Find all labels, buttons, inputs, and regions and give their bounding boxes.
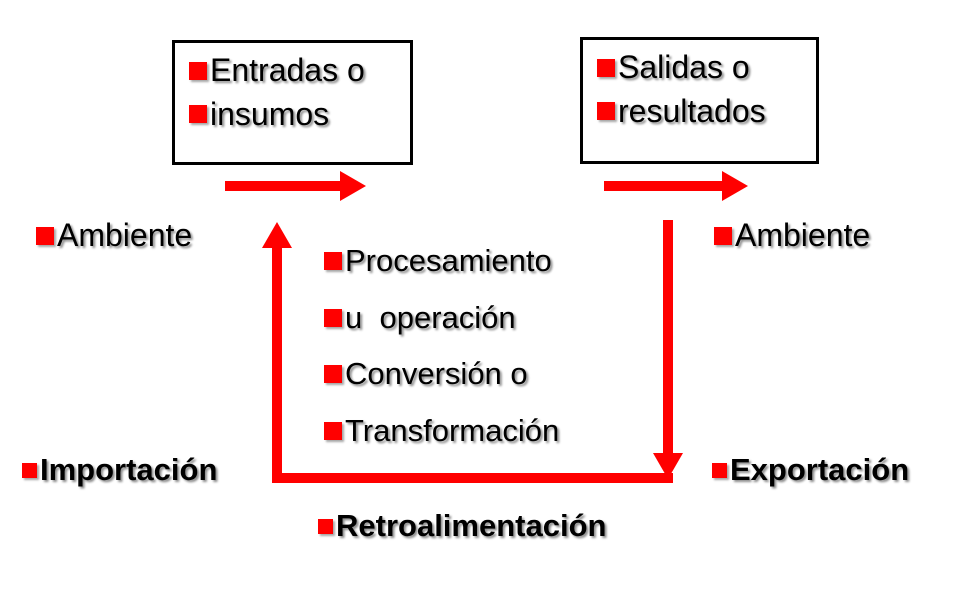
export-label: Exportación [730,452,910,487]
import-label: Importación [40,452,218,487]
red-square-bullet-icon [189,61,207,80]
output-flow-arrow-shaft [604,181,732,191]
output-box-line-1: Salidas o [597,49,812,85]
feedback-down-arrow-head-icon [653,453,683,479]
environment-right-label-row: Ambiente [714,217,871,253]
feedback-label: Retroalimentación [336,508,607,543]
red-square-bullet-icon [324,308,342,327]
export-label-row: Exportación [712,452,910,487]
process-line-1-label: Procesamiento [345,243,552,278]
output-flow-arrow-head-icon [722,171,748,201]
environment-left-label-row: Ambiente [36,217,193,253]
output-box-line-2: resultados [597,92,812,129]
red-square-bullet-icon [318,518,333,534]
feedback-down-arrow-shaft [663,220,673,454]
input-box-line-2: insumos [189,95,406,132]
input-box-line-1-label: Entradas o [210,52,365,88]
output-box-content: Salidas o resultados [597,49,812,129]
import-label-row: Importación [22,452,218,487]
output-box-line-2-label: resultados [618,92,766,129]
red-square-bullet-icon [712,462,727,478]
input-box: Entradas o insumos [172,40,413,165]
red-square-bullet-icon [324,252,342,271]
red-square-bullet-icon [36,226,54,245]
output-box: Salidas o resultados [580,37,819,164]
input-flow-arrow-head-icon [340,171,366,201]
process-line-4: Transformación [324,412,560,448]
red-square-bullet-icon [597,102,615,121]
red-square-bullet-icon [324,421,342,440]
input-box-line-1: Entradas o [189,52,406,88]
feedback-up-arrow-shaft [272,247,282,483]
input-box-content: Entradas o insumos [189,52,406,132]
feedback-bottom-line [272,473,673,483]
process-line-3: Conversión o [324,358,559,391]
process-line-4-label: Transformación [345,412,560,448]
process-line-2: u operación [324,299,559,335]
feedback-label-row: Retroalimentación [318,508,607,543]
red-square-bullet-icon [714,226,732,245]
environment-right-label: Ambiente [735,217,871,253]
input-box-line-2-label: insumos [210,95,330,132]
feedback-up-arrow-head-icon [262,222,292,248]
red-square-bullet-icon [324,365,342,384]
environment-left-label: Ambiente [57,217,193,253]
red-square-bullet-icon [22,462,37,478]
red-square-bullet-icon [189,105,207,124]
process-line-2-label: u operación [345,299,516,335]
process-line-3-label: Conversión o [345,356,528,392]
process-line-1: Procesamiento [324,243,559,278]
input-flow-arrow-shaft [225,181,351,191]
process-block: Procesamiento u operación Conversión o T… [324,243,560,448]
red-square-bullet-icon [597,58,615,77]
output-box-line-1-label: Salidas o [618,49,750,85]
